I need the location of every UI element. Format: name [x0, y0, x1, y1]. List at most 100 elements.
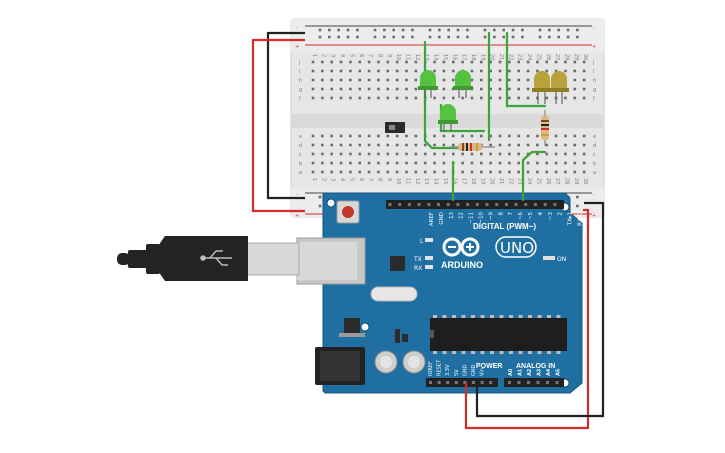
rail-hole[interactable] — [318, 35, 322, 39]
breadboard-hole[interactable] — [367, 152, 371, 156]
breadboard-hole[interactable] — [526, 87, 530, 91]
breadboard-hole[interactable] — [498, 60, 502, 64]
rail-hole[interactable] — [538, 28, 542, 32]
header-pin[interactable] — [527, 381, 530, 384]
breadboard-hole[interactable] — [395, 87, 399, 91]
header-pin[interactable] — [495, 203, 499, 206]
wire-black-left[interactable] — [266, 31, 305, 200]
breadboard-hole[interactable] — [321, 134, 324, 138]
breadboard-hole[interactable] — [405, 152, 408, 156]
breadboard-hole[interactable] — [564, 69, 567, 73]
breadboard-hole[interactable] — [526, 96, 530, 100]
breadboard-hole[interactable] — [339, 161, 343, 165]
rail-hole[interactable] — [456, 28, 460, 32]
rail-hole[interactable] — [511, 35, 515, 39]
breadboard-hole[interactable] — [573, 96, 577, 100]
header-pin[interactable] — [555, 381, 559, 384]
breadboard-hole[interactable] — [554, 69, 558, 73]
header-pin[interactable] — [517, 381, 521, 384]
rail-hole[interactable] — [466, 35, 469, 39]
breadboard-hole[interactable] — [377, 60, 380, 64]
breadboard-hole[interactable] — [451, 143, 455, 147]
breadboard-hole[interactable] — [526, 78, 530, 82]
rail-hole[interactable] — [438, 28, 441, 32]
breadboard-hole[interactable] — [573, 134, 577, 138]
breadboard-hole[interactable] — [358, 161, 362, 165]
breadboard-hole[interactable] — [330, 60, 333, 64]
header-pin[interactable] — [524, 203, 528, 206]
breadboard-hole[interactable] — [470, 69, 474, 73]
rail-hole[interactable] — [356, 35, 359, 39]
breadboard-hole[interactable] — [321, 69, 324, 73]
breadboard-hole[interactable] — [582, 96, 586, 100]
breadboard-hole[interactable] — [517, 134, 520, 138]
breadboard-hole[interactable] — [564, 134, 567, 138]
breadboard-hole[interactable] — [573, 60, 577, 64]
breadboard-hole[interactable] — [545, 161, 549, 165]
breadboard-hole[interactable] — [470, 96, 474, 100]
header-pin[interactable] — [489, 381, 493, 384]
breadboard-hole[interactable] — [489, 60, 492, 64]
breadboard-hole[interactable] — [358, 60, 362, 64]
breadboard-hole[interactable] — [377, 69, 380, 73]
rail-hole[interactable] — [483, 35, 487, 39]
breadboard-hole[interactable] — [545, 96, 549, 100]
header-pin[interactable] — [472, 381, 475, 384]
header-pin[interactable] — [466, 203, 470, 206]
breadboard-hole[interactable] — [423, 152, 427, 156]
breadboard-hole[interactable] — [330, 69, 333, 73]
rail-hole[interactable] — [548, 35, 551, 39]
breadboard-hole[interactable] — [536, 170, 539, 174]
rail-hole[interactable] — [337, 28, 340, 32]
breadboard-hole[interactable] — [489, 78, 492, 82]
breadboard-hole[interactable] — [321, 60, 324, 64]
rail-hole[interactable] — [576, 35, 579, 39]
breadboard-hole[interactable] — [451, 96, 455, 100]
reset-button[interactable] — [342, 206, 354, 218]
resistor-vertical[interactable] — [541, 110, 549, 146]
breadboard-hole[interactable] — [405, 60, 408, 64]
breadboard-hole[interactable] — [349, 96, 352, 100]
breadboard-hole[interactable] — [405, 96, 408, 100]
breadboard-hole[interactable] — [330, 87, 333, 91]
breadboard-hole[interactable] — [498, 78, 502, 82]
breadboard-hole[interactable] — [451, 134, 455, 138]
led-green-3[interactable] — [438, 104, 458, 131]
breadboard-hole[interactable] — [489, 69, 492, 73]
header-pin[interactable] — [429, 381, 432, 384]
breadboard-hole[interactable] — [311, 170, 315, 174]
breadboard-hole[interactable] — [386, 161, 390, 165]
breadboard-hole[interactable] — [321, 152, 324, 156]
rail-hole[interactable] — [428, 28, 432, 32]
breadboard-hole[interactable] — [498, 143, 502, 147]
breadboard-hole[interactable] — [395, 170, 399, 174]
header-pin[interactable] — [485, 203, 489, 206]
breadboard-hole[interactable] — [377, 134, 380, 138]
breadboard-hole[interactable] — [321, 96, 324, 100]
led-yellow-2[interactable] — [549, 71, 569, 104]
breadboard-hole[interactable] — [395, 134, 399, 138]
rail-hole[interactable] — [502, 35, 505, 39]
breadboard-hole[interactable] — [489, 143, 492, 147]
rail-hole[interactable] — [401, 28, 405, 32]
breadboard-hole[interactable] — [498, 96, 502, 100]
breadboard-hole[interactable] — [564, 143, 567, 147]
breadboard-hole[interactable] — [349, 134, 352, 138]
breadboard-hole[interactable] — [582, 170, 586, 174]
breadboard-hole[interactable] — [498, 170, 502, 174]
rail-hole[interactable] — [328, 28, 331, 32]
rail-hole[interactable] — [318, 28, 322, 32]
rail-hole[interactable] — [337, 35, 340, 39]
breadboard-hole[interactable] — [461, 60, 464, 64]
breadboard-hole[interactable] — [536, 69, 539, 73]
breadboard-hole[interactable] — [573, 143, 577, 147]
breadboard-hole[interactable] — [330, 152, 333, 156]
breadboard-hole[interactable] — [339, 60, 343, 64]
rail-hole[interactable] — [346, 35, 350, 39]
breadboard-hole[interactable] — [321, 161, 324, 165]
breadboard-hole[interactable] — [321, 170, 324, 174]
rail-hole[interactable] — [373, 28, 377, 32]
breadboard-hole[interactable] — [349, 60, 352, 64]
rail-hole[interactable] — [493, 28, 496, 32]
breadboard-hole[interactable] — [386, 87, 390, 91]
